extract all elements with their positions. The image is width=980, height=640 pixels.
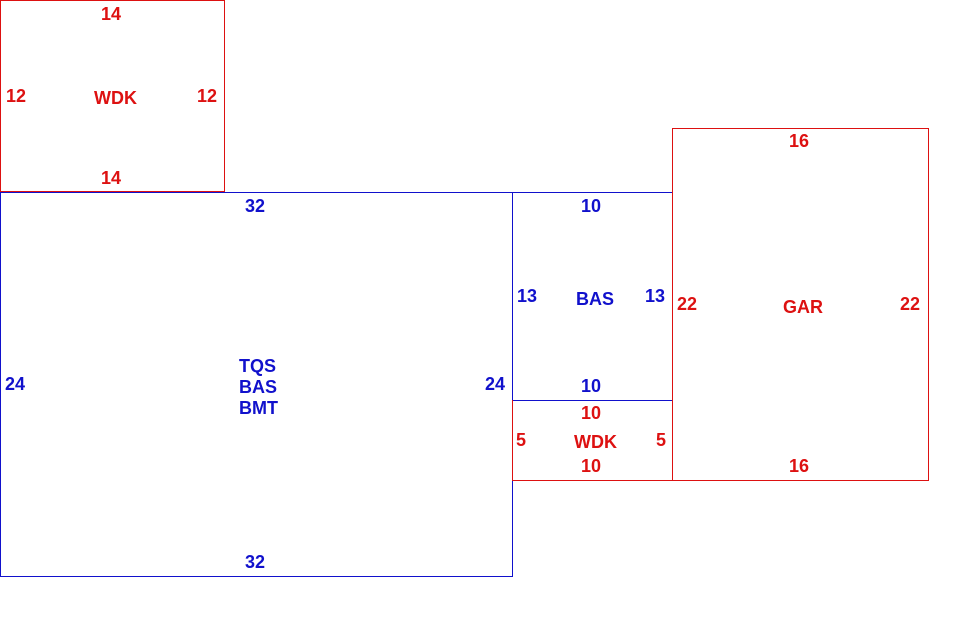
wdk-bottom-dim-bottom: 10 [581,456,602,476]
wdk-top-dim-left: 12 [6,86,27,106]
bas-code: BAS [576,289,615,309]
bas-dim-bottom: 10 [581,376,602,396]
wdk-top-code: WDK [94,88,137,108]
wdk-top-dim-top: 14 [101,4,122,24]
main-dim-bottom: 32 [245,552,266,572]
wdk-bottom-dim-right: 5 [656,430,667,450]
wdk-top-dim-right: 12 [197,86,218,106]
main-area-codes: TQS BAS BMT [239,356,278,419]
main-code-bmt: BMT [239,398,278,418]
wdk-bottom-code: WDK [574,432,617,452]
bas-dim-right: 13 [645,286,666,306]
main-dim-top: 32 [245,196,266,216]
main-dim-right: 24 [485,374,506,394]
main-code-tqs: TQS [239,356,277,376]
gar-outline [672,128,929,481]
main-code-bas: BAS [239,377,278,397]
gar-dim-right: 22 [900,294,921,314]
gar-dim-top: 16 [789,131,810,151]
gar-code: GAR [783,297,823,317]
wdk-bottom-dim-left: 5 [516,430,527,450]
wdk-top-dim-bottom: 14 [101,168,122,188]
gar-dim-left: 22 [677,294,698,314]
bas-dim-top: 10 [581,196,602,216]
wdk-bottom-dim-top: 10 [581,403,602,423]
main-dim-left: 24 [5,374,26,394]
wdk-top-outline [0,0,225,192]
bas-dim-left: 13 [517,286,538,306]
gar-dim-bottom: 16 [789,456,810,476]
